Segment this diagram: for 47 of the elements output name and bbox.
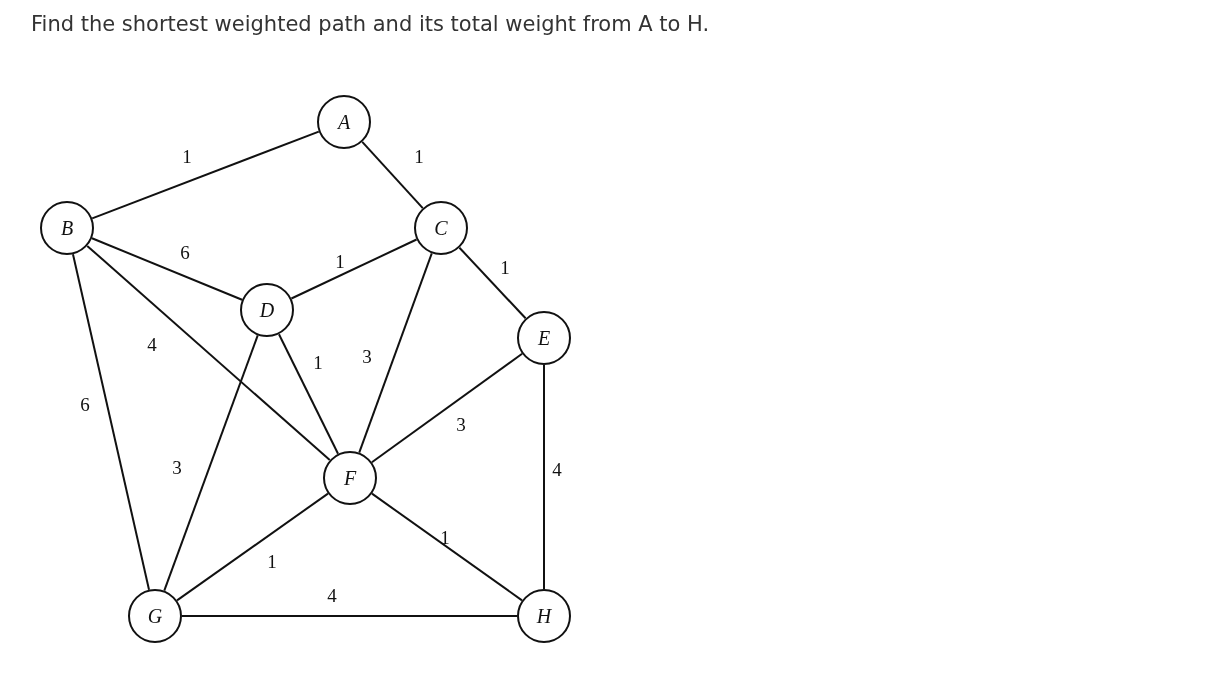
edge-line — [290, 238, 418, 300]
edge-line — [277, 333, 340, 455]
edge-line — [181, 615, 518, 617]
edge-weight: 6 — [180, 242, 190, 264]
vertex-label: C — [434, 216, 448, 240]
edge-line — [91, 130, 320, 220]
vertex-circle — [517, 311, 571, 365]
vertex-circle — [517, 589, 571, 643]
edge-line — [458, 246, 527, 320]
edge-weight: 4 — [552, 459, 562, 481]
edge-line — [176, 492, 329, 602]
edge-line — [91, 237, 243, 301]
vertex-label: D — [259, 298, 275, 322]
vertex-label: F — [343, 466, 357, 490]
vertex-circle — [128, 589, 182, 643]
vertex-circle — [40, 201, 94, 255]
edge-line — [163, 334, 259, 592]
edge-weight: 1 — [267, 551, 277, 573]
edge-weight: 3 — [456, 414, 466, 436]
question-text: Find the shortest weighted path and its total weight from A to H. — [31, 12, 710, 36]
vertex-label: E — [537, 326, 551, 350]
edge-line — [543, 364, 545, 590]
edge-weight: 3 — [172, 457, 182, 479]
edge-weight: 1 — [414, 146, 424, 168]
edge-weight: 1 — [182, 146, 192, 168]
edge-weight: 1 — [500, 257, 510, 279]
vertex-label: A — [337, 110, 351, 134]
edge-line — [370, 352, 524, 464]
vertex-circle — [323, 451, 377, 505]
edge-line — [371, 492, 523, 602]
edge-weight: 4 — [147, 334, 157, 356]
vertex-label: B — [60, 216, 74, 240]
edge-weight: 6 — [80, 394, 90, 416]
vertex-label: H — [536, 604, 552, 628]
vertex-circle — [240, 283, 294, 337]
edge-line — [71, 253, 151, 591]
edge-weight: 1 — [313, 352, 323, 374]
vertex-circle — [317, 95, 371, 149]
vertex-label: G — [147, 604, 163, 628]
edge-line — [358, 252, 433, 454]
edge-weight: 1 — [335, 251, 345, 273]
edge-line — [86, 244, 331, 462]
edge-weight: 1 — [440, 527, 450, 549]
vertex-circle — [414, 201, 468, 255]
edge-weight: 3 — [362, 346, 372, 368]
edge-weight: 4 — [327, 585, 337, 607]
edge-line — [361, 140, 424, 210]
